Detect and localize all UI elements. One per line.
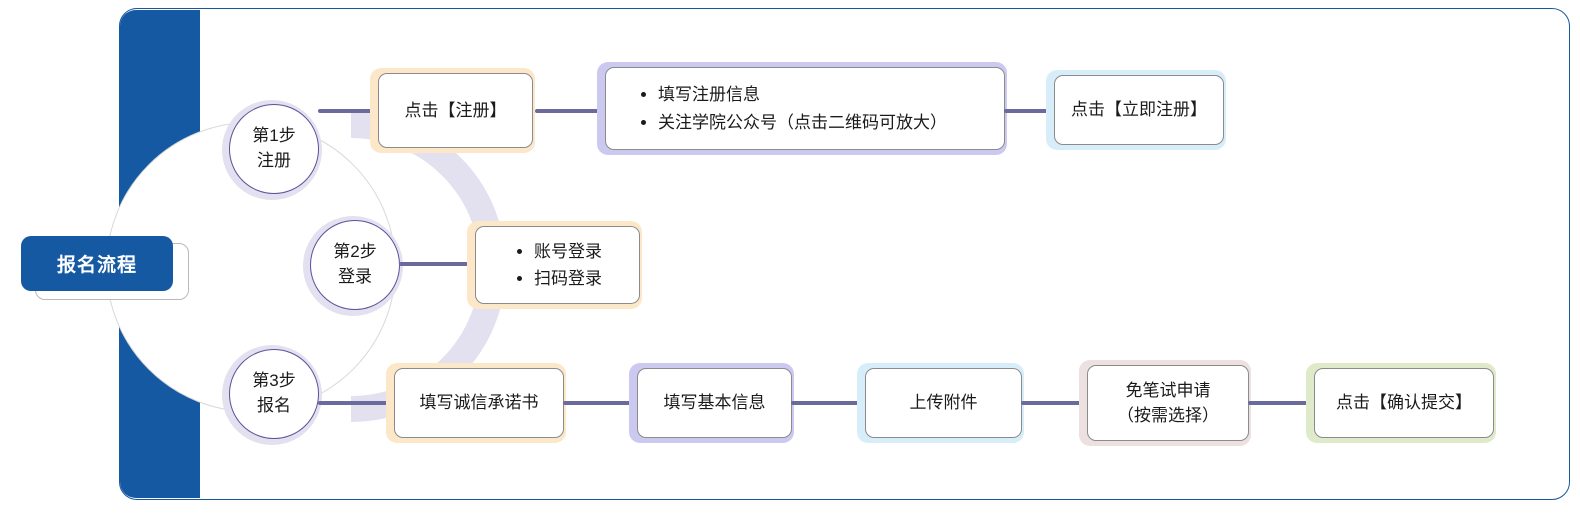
connector-node2-to-node3 bbox=[1004, 109, 1050, 113]
connector-step2-to-login-list bbox=[399, 262, 471, 266]
connector-step1-to-node1 bbox=[318, 109, 374, 113]
root-node-label: 报名流程 bbox=[56, 255, 137, 276]
step-3-number: 第3步 bbox=[252, 371, 296, 391]
node-click-register-now-label: 点击【立即注册】 bbox=[1054, 75, 1224, 145]
node-register-info-list[interactable]: 填写注册信息 关注学院公众号（点击二维码可放大） bbox=[597, 62, 1007, 155]
connector-r3-n2-to-n3 bbox=[791, 401, 861, 405]
step-1-name: 注册 bbox=[257, 151, 291, 170]
node-confirm-submit[interactable]: 点击【确认提交】 bbox=[1306, 363, 1496, 443]
node-login-methods-list[interactable]: 账号登录 扫码登录 bbox=[467, 221, 642, 309]
node-written-exam-waiver-body: 免笔试申请 （按需选择） bbox=[1087, 365, 1249, 441]
node-basic-info[interactable]: 填写基本信息 bbox=[629, 363, 794, 443]
node-upload-attachment-label: 上传附件 bbox=[865, 368, 1022, 438]
node-register-info-list-body: 填写注册信息 关注学院公众号（点击二维码可放大） bbox=[605, 67, 1005, 150]
node-upload-attachment[interactable]: 上传附件 bbox=[857, 363, 1024, 443]
step-3-name: 报名 bbox=[257, 396, 291, 415]
login-method-items: 账号登录 扫码登录 bbox=[516, 237, 602, 294]
connector-node1-to-node2 bbox=[535, 109, 601, 113]
node-click-register-label: 点击【注册】 bbox=[378, 73, 533, 148]
register-info-items: 填写注册信息 关注学院公众号（点击二维码可放大） bbox=[640, 80, 947, 137]
step-circle-3[interactable]: 第3步 报名 bbox=[229, 349, 319, 439]
node-written-exam-waiver-line1: 免笔试申请 bbox=[1125, 380, 1211, 400]
step-2-number: 第2步 bbox=[333, 242, 377, 262]
list-item: 关注学院公众号（点击二维码可放大） bbox=[658, 110, 947, 136]
step-2-name: 登录 bbox=[338, 267, 372, 286]
node-confirm-submit-label: 点击【确认提交】 bbox=[1314, 368, 1494, 438]
step-1-number: 第1步 bbox=[252, 126, 296, 146]
node-integrity-commitment-label: 填写诚信承诺书 bbox=[394, 368, 564, 438]
list-item: 填写注册信息 bbox=[658, 82, 947, 108]
node-login-methods-body: 账号登录 扫码登录 bbox=[475, 226, 640, 304]
root-node[interactable]: 报名流程 bbox=[21, 236, 173, 291]
node-integrity-commitment[interactable]: 填写诚信承诺书 bbox=[386, 363, 566, 443]
node-basic-info-label: 填写基本信息 bbox=[637, 368, 792, 438]
connector-r3-n1-to-n2 bbox=[563, 401, 633, 405]
connector-r3-n3-to-n4 bbox=[1021, 401, 1083, 405]
list-item: 扫码登录 bbox=[534, 266, 602, 292]
node-click-register[interactable]: 点击【注册】 bbox=[370, 68, 535, 153]
node-click-register-now[interactable]: 点击【立即注册】 bbox=[1046, 70, 1226, 150]
step-circle-2[interactable]: 第2步 登录 bbox=[310, 220, 400, 310]
list-item: 账号登录 bbox=[534, 239, 602, 265]
step-circle-1[interactable]: 第1步 注册 bbox=[229, 104, 319, 194]
node-written-exam-waiver-line2: （按需选择） bbox=[1117, 406, 1219, 425]
connector-step3-to-node1 bbox=[318, 401, 390, 405]
node-written-exam-waiver[interactable]: 免笔试申请 （按需选择） bbox=[1079, 360, 1251, 446]
connector-r3-n4-to-n5 bbox=[1248, 401, 1310, 405]
